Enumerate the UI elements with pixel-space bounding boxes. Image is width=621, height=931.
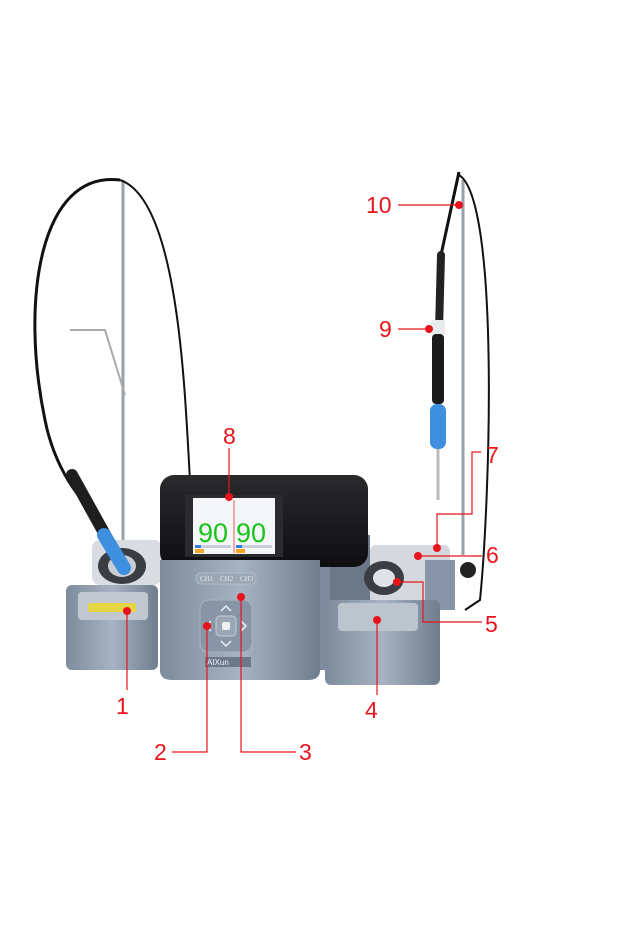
left-soldering-handle [33,178,191,575]
right-soldering-handle [430,171,461,500]
callout-7: 7 [486,442,499,468]
left-iron-stand [66,180,162,670]
right-channel-temperature: 90 [236,518,266,548]
arrow-buttons [204,604,248,648]
callout-8: 8 [223,423,236,449]
callout-3: 3 [299,739,312,765]
callout-10: 10 [366,192,392,218]
callout-6: 6 [486,542,499,568]
brand-logo: AIXun [207,658,229,667]
callout-2: 2 [154,739,167,765]
ch3-button[interactable]: CH3 [240,575,254,583]
callout-1: 1 [116,693,129,719]
left-channel-temperature: 90 [198,518,228,548]
callout-9: 9 [379,316,392,342]
right-iron-stand [325,174,490,685]
ch2-button[interactable]: CH2 [220,575,234,583]
main-control-unit: 90 90 CH1 CH2 CH3 AIXun [160,475,370,680]
callouts [126,204,482,753]
callout-dots [123,201,463,630]
callout-4: 4 [365,697,378,723]
ch1-button[interactable]: CH1 [200,575,214,583]
callout-5: 5 [485,611,498,637]
